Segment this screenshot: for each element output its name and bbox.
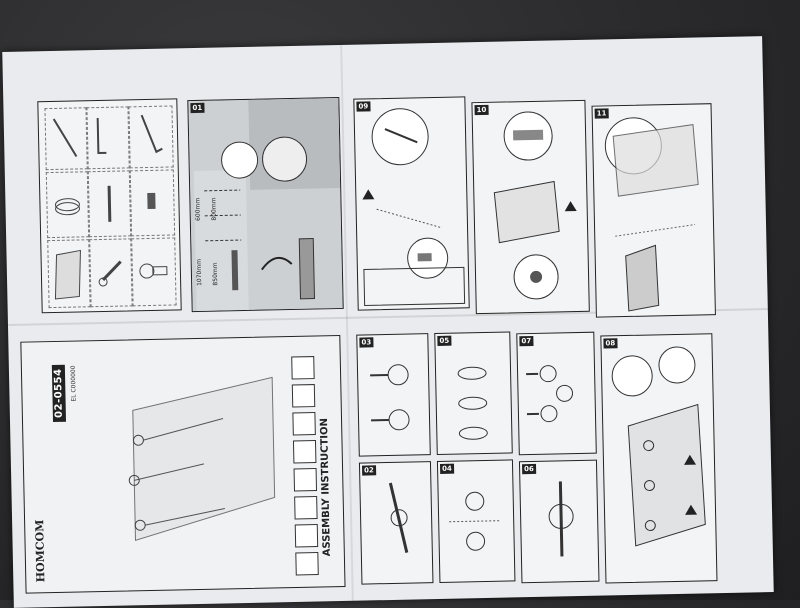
warning-icon	[685, 505, 697, 515]
measurement-label: 600mm	[194, 198, 201, 221]
step-02-panel: 02	[359, 461, 434, 584]
step-03-diagram	[357, 334, 429, 455]
part-cell	[128, 105, 173, 168]
step-number: 03	[359, 337, 373, 347]
part-cell	[44, 107, 87, 170]
product-code: EL C000000	[70, 365, 78, 401]
part-cell	[130, 169, 175, 236]
part-cell	[46, 171, 89, 238]
bracket-icon	[90, 239, 131, 306]
step-number: 08	[603, 338, 617, 348]
step-number: 05	[437, 336, 451, 346]
step-09-panel: 09	[353, 96, 469, 310]
step-08-panel: 08	[600, 333, 717, 583]
step-number: 06	[522, 464, 536, 474]
step-number: 07	[519, 336, 533, 346]
step-07-panel: 07	[516, 332, 597, 456]
part-cell	[131, 237, 176, 306]
part-cell	[86, 106, 129, 169]
step-11-panel: 11	[592, 103, 716, 317]
warning-icon	[565, 201, 577, 211]
step-02-diagram	[360, 462, 432, 583]
warning-icon	[362, 189, 374, 199]
step-07-diagram	[517, 333, 595, 455]
part-cell	[47, 239, 90, 308]
part-cell	[88, 170, 131, 237]
measurement-label: 850mm	[212, 262, 219, 285]
measurement-label: 800mm	[210, 197, 217, 220]
anchor-icon	[131, 170, 174, 235]
step-09-diagram	[354, 97, 468, 309]
step-number: 02	[362, 465, 376, 475]
step-number: 04	[440, 464, 454, 474]
part-cell	[89, 238, 132, 307]
instruction-sheet: 600mm 1070mm 800mm 850mm 01 09 10 1	[2, 36, 773, 608]
step-11-diagram	[593, 104, 715, 316]
parts-list-panel	[37, 98, 181, 313]
model-number: 02-0554	[52, 364, 66, 422]
step-03-panel: 03	[356, 333, 431, 456]
allen-key-icon	[87, 107, 128, 168]
cover-panel: HOMCOM 02-0554 EL C000000 ASSEMBLY INSTR…	[20, 335, 345, 594]
allen-key-icon	[129, 106, 172, 167]
step-06-diagram	[520, 461, 598, 583]
glass-panel-icon	[48, 240, 89, 307]
screw-icon	[89, 171, 130, 236]
measurement-label: 1070mm	[196, 259, 204, 286]
step-06-panel: 06	[519, 460, 600, 584]
step-08-diagram	[601, 334, 716, 582]
step-number: 11	[595, 108, 609, 118]
step-number: 10	[474, 105, 488, 115]
washer-icon	[47, 172, 88, 237]
step-04-diagram	[438, 460, 514, 582]
bolt-icon	[45, 108, 86, 169]
warning-icon	[684, 455, 696, 465]
clamp-icon	[132, 238, 175, 305]
wall-measurement-panel: 600mm 1070mm 800mm 850mm 01	[187, 97, 343, 312]
step-number: 09	[356, 101, 370, 111]
step-number: 01	[190, 103, 204, 113]
step-04-panel: 04	[437, 459, 516, 583]
step-05-diagram	[435, 332, 511, 454]
step-05-panel: 05	[434, 331, 513, 455]
brand-logo: HOMCOM	[33, 520, 47, 583]
step-10-panel: 10	[471, 100, 589, 314]
